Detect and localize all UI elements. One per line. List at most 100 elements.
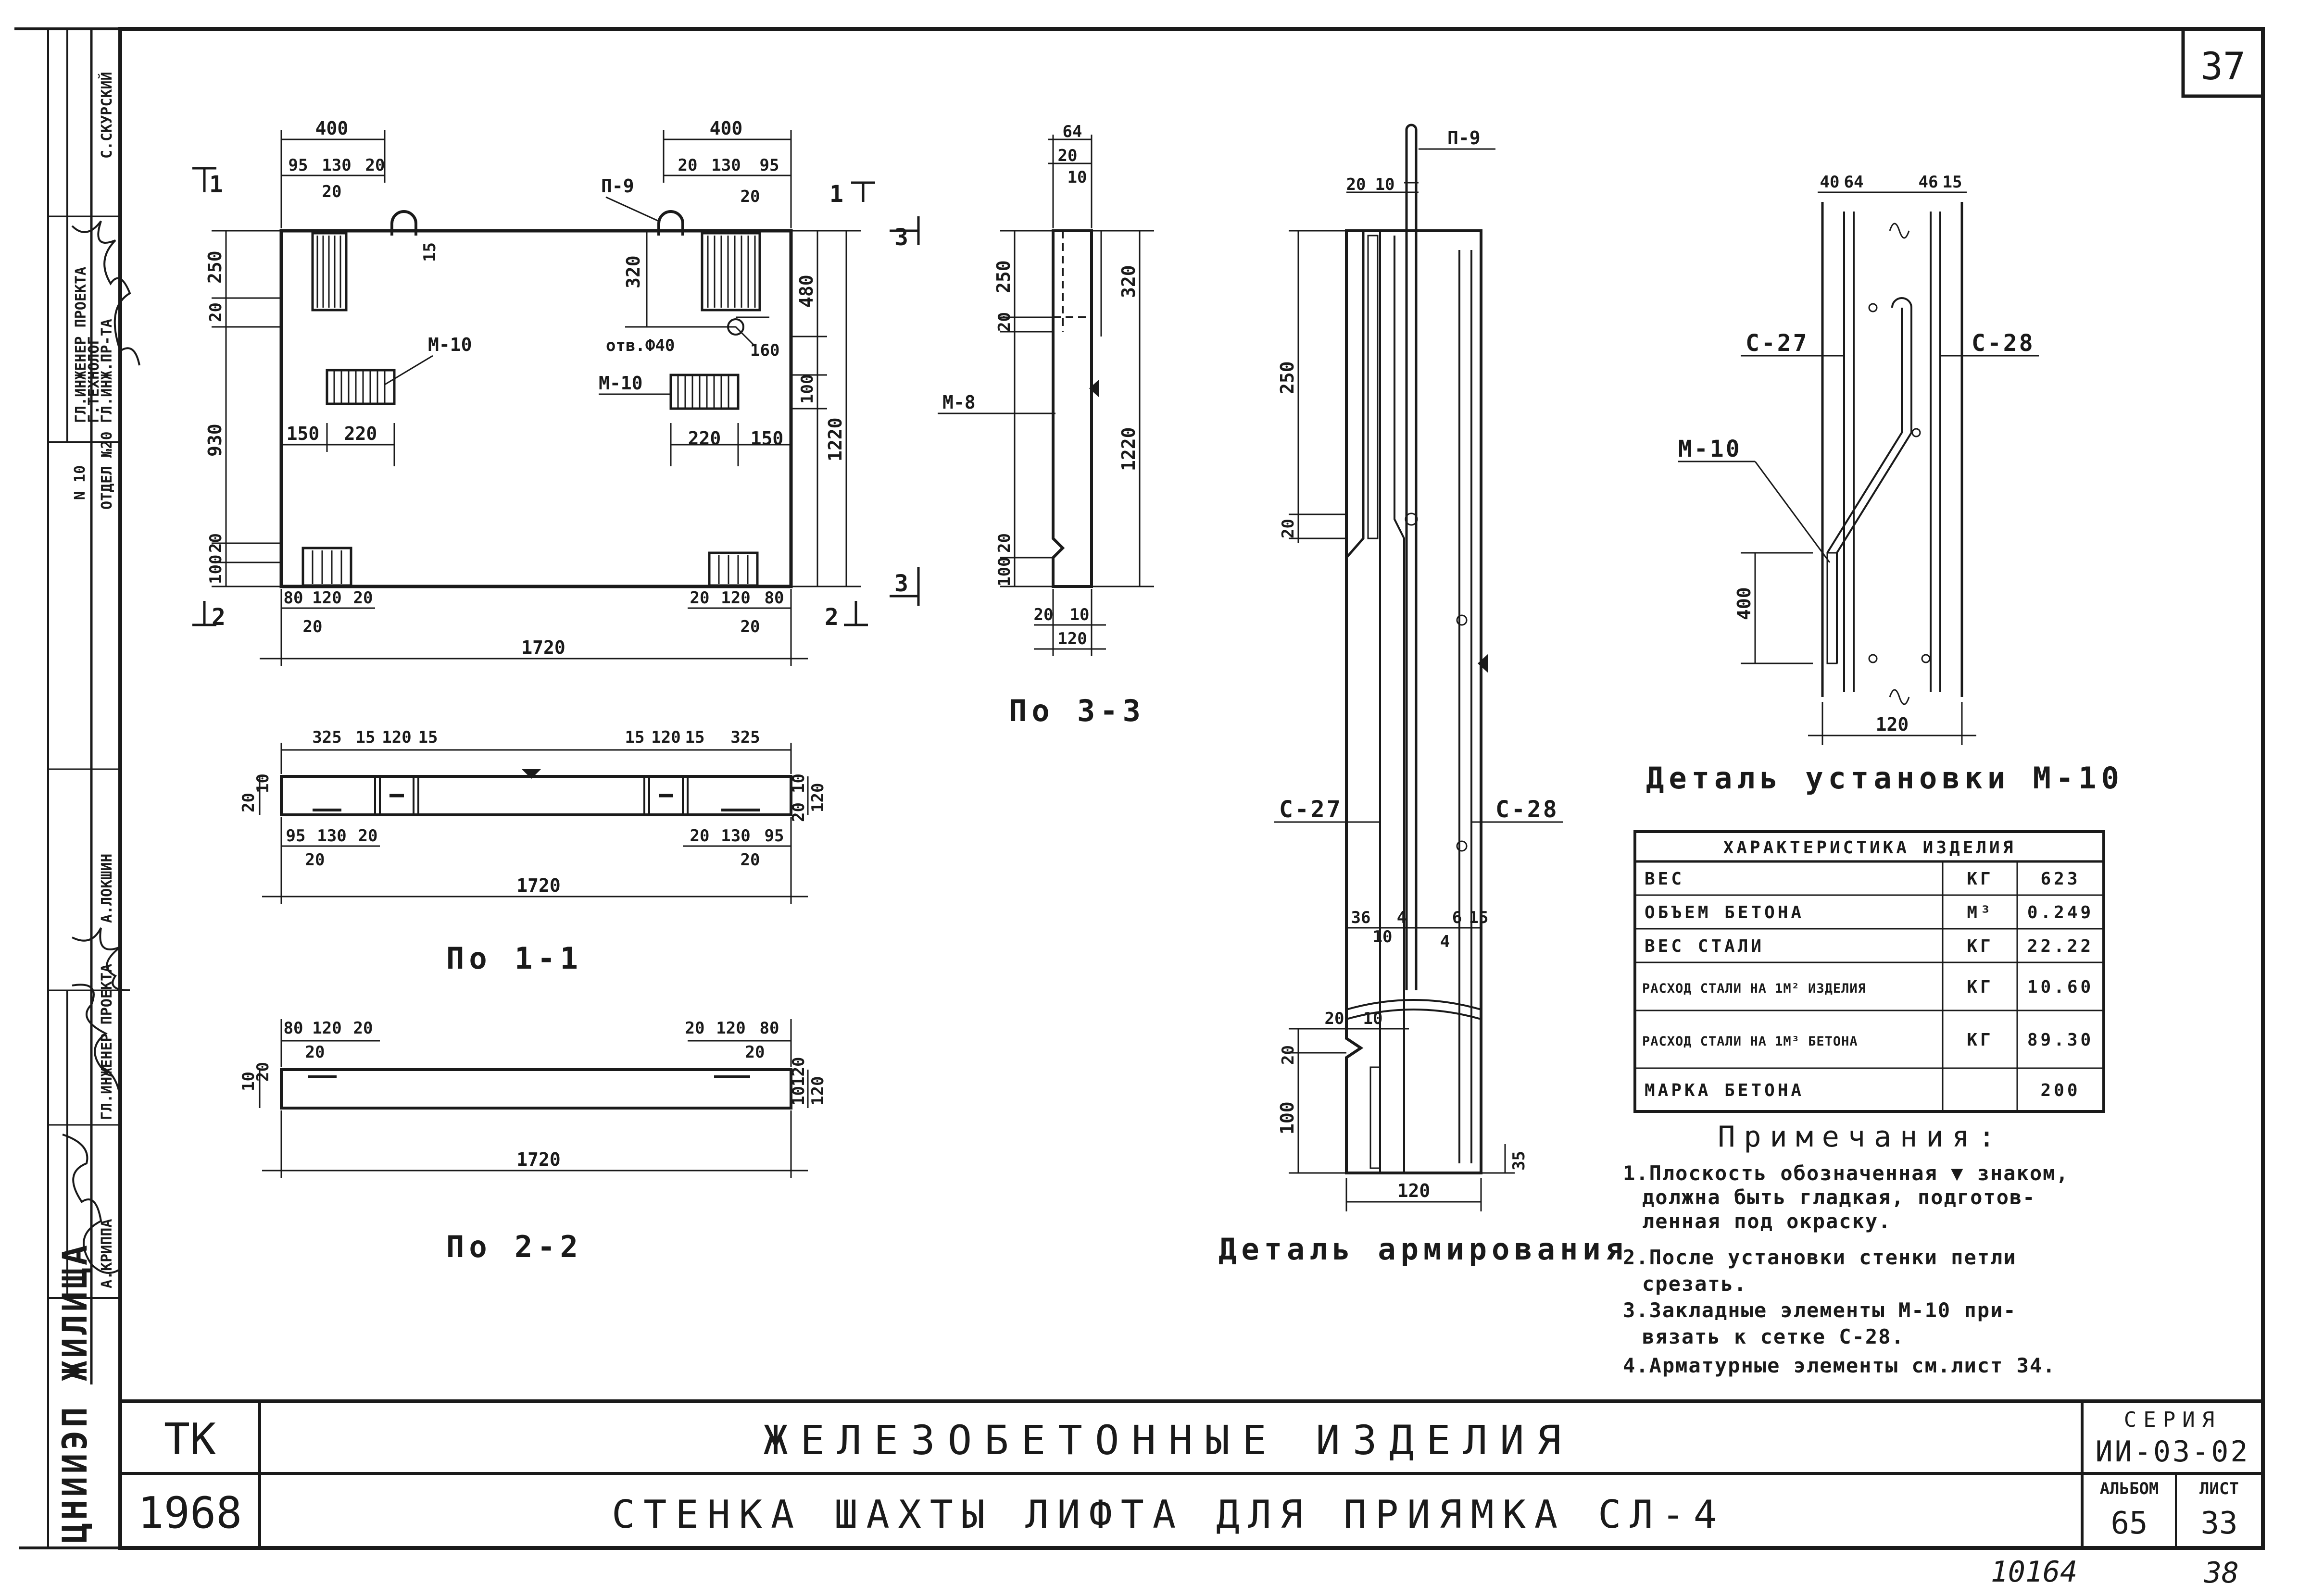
row-weight-value: 623 — [2040, 869, 2080, 889]
s11-right-10: 10 — [789, 773, 808, 793]
signature-3 — [72, 984, 121, 1097]
note-line-2: должна быть гладкая, подготов- — [1642, 1185, 2036, 1209]
row-steel-name: ВЕС СТАЛИ — [1645, 936, 1764, 956]
dim-150-right: 150 — [751, 428, 784, 449]
m10-label-left: М-10 — [428, 334, 472, 355]
note-line-4: 2.После установки стенки петли — [1623, 1246, 2017, 1269]
s33-bot-10: 10 — [1070, 605, 1090, 624]
note-line-7: вязать к сетке С-28. — [1642, 1325, 1905, 1348]
rd-left-20: 20 — [1279, 519, 1298, 538]
s22-top-120b: 120 — [716, 1019, 745, 1038]
title-sub: СТЕНКА ШАХТЫ ЛИФТА ДЛЯ ПРИЯМКА СЛ-4 — [612, 1492, 1725, 1537]
dim-top-left-20a: 20 — [365, 156, 385, 175]
s22-right-120b: 120 — [808, 1076, 828, 1106]
stamp-num: N 10 — [72, 465, 88, 500]
row-steel-unit: КГ — [1967, 936, 1993, 956]
s33-bot-120: 120 — [1057, 629, 1087, 648]
s11-bot-20c: 20 — [690, 826, 710, 846]
section-mark-2a: 2 — [212, 604, 227, 631]
rd-top-20: 20 — [1346, 175, 1366, 194]
section-1-1: 325 15 120 15 15 120 15 325 95 130 20 20… — [239, 728, 828, 976]
dim-left-930: 930 — [204, 424, 226, 457]
s33-right-1220: 1220 — [1118, 427, 1139, 471]
note-line-8: 4.Арматурные элементы см.лист 34. — [1623, 1354, 2056, 1377]
row-weight-unit: КГ — [1967, 869, 1993, 889]
side-stamp: С.СКУРСКИЙ ГЛ.ИНЖЕНЕР ПРОЕКТА Г.ТЕХНОЛОГ… — [47, 28, 140, 1548]
dim-bottom-right-20b: 20 — [741, 617, 760, 636]
elevation-view: 400 95 130 20 20 400 20 130 95 20 П-9 15… — [192, 118, 920, 666]
rd-mid-36: 36 — [1351, 908, 1371, 927]
rd-mid-4: 4 — [1397, 908, 1407, 927]
rd-c27: С-27 — [1279, 796, 1343, 823]
s11-bot-130: 130 — [317, 826, 346, 846]
rd-d20: 20 — [1325, 1009, 1344, 1028]
s11-left-10: 10 — [253, 773, 273, 793]
bottom-number-2: 38 — [2204, 1556, 2239, 1590]
s33-left-250: 250 — [993, 260, 1014, 293]
corner-number-box: 37 — [2181, 27, 2265, 98]
rd-c28: С-28 — [1495, 796, 1559, 823]
dim-100-right: 100 — [798, 374, 817, 404]
rd-mid-6: 6 — [1452, 908, 1462, 927]
dim-left-250: 250 — [204, 250, 226, 284]
stamp-org: ЦНИИЭП ЖИЛИЩА — [55, 1242, 95, 1543]
dim-160: 160 — [750, 341, 779, 360]
album-value: 65 — [2110, 1506, 2148, 1541]
row-volume-value: 0.249 — [2027, 903, 2094, 923]
rd-mid-15: 15 — [1469, 908, 1489, 927]
dim-top-left-20b: 20 — [322, 182, 342, 201]
s33-left-20b: 20 — [995, 533, 1014, 553]
dim-150-left: 150 — [287, 423, 320, 444]
dim-top-right-130: 130 — [711, 156, 741, 175]
s33-m8: М-8 — [942, 392, 976, 413]
rd-left-100: 100 — [1277, 1101, 1298, 1135]
row-grade-value: 200 — [2040, 1081, 2080, 1100]
dim-top-left-130: 130 — [322, 156, 351, 175]
dim-top-left-95: 95 — [289, 156, 308, 175]
s22-left-20: 20 — [253, 1062, 273, 1082]
rd-d10: 10 — [1363, 1009, 1383, 1028]
s11-bot-130b: 130 — [721, 826, 750, 846]
row-steel-m3-value: 89.30 — [2027, 1030, 2094, 1050]
m10-d400: 400 — [1733, 587, 1755, 620]
rd-top-10: 10 — [1375, 175, 1395, 194]
album-label: АЛЬБОМ — [2100, 1479, 2159, 1498]
m10-width: 120 — [1876, 714, 1909, 735]
rd-caption: Деталь армирования — [1218, 1232, 1628, 1267]
row-steel-value: 22.22 — [2027, 936, 2094, 956]
dim-total-1720: 1720 — [521, 637, 565, 658]
dim-bottom-right-80: 80 — [765, 588, 784, 608]
signature-2 — [72, 927, 130, 991]
s22-top-20c: 20 — [685, 1019, 705, 1038]
row-steel-m2-unit: КГ — [1967, 977, 1993, 997]
note-line-6: 3.Закладные элементы М-10 при- — [1623, 1298, 2017, 1322]
s22-caption: По 2-2 — [446, 1229, 583, 1264]
notes-title: Примечания: — [1718, 1120, 2004, 1154]
rd-left-250: 250 — [1277, 361, 1298, 394]
dim-left-100: 100 — [206, 555, 226, 584]
section-2-2: 80 120 20 20 20 120 80 20 10 20 10 120 1… — [239, 1019, 828, 1264]
dim-left-20a: 20 — [206, 302, 226, 322]
title-main: ЖЕЛЕЗОБЕТОННЫЕ ИЗДЕЛИЯ — [764, 1417, 1574, 1464]
s11-bot-20b: 20 — [305, 850, 325, 870]
s11-top-15d: 15 — [685, 728, 705, 747]
rd-d35: 35 — [1509, 1151, 1529, 1171]
s33-left-100: 100 — [995, 557, 1014, 586]
m10-caption: Деталь установки М-10 — [1646, 761, 2124, 796]
s33-caption: По 3-3 — [1009, 693, 1145, 728]
note-line-5: срезать. — [1642, 1272, 1747, 1296]
s33-top-10: 10 — [1068, 168, 1087, 187]
m10-top-64: 64 — [1844, 173, 1864, 192]
signature-1 — [71, 220, 140, 366]
stamp-name-2: А.ЛОКШИН — [99, 854, 115, 923]
rd-left-20b: 20 — [1279, 1045, 1298, 1065]
dim-220-left: 220 — [344, 423, 377, 444]
s22-top-20: 20 — [353, 1019, 373, 1038]
stamp-role-1: ГЛ.ИНЖЕНЕР ПРОЕКТА — [73, 267, 89, 423]
m10-label-right: М-10 — [599, 373, 643, 394]
m10-c28: С-28 — [1972, 330, 2035, 357]
section-mark-3b: 3 — [894, 570, 910, 597]
row-weight-name: ВЕС — [1645, 869, 1684, 889]
dim-top-right-20b: 20 — [741, 187, 760, 206]
s33-top-64: 64 — [1063, 122, 1082, 141]
